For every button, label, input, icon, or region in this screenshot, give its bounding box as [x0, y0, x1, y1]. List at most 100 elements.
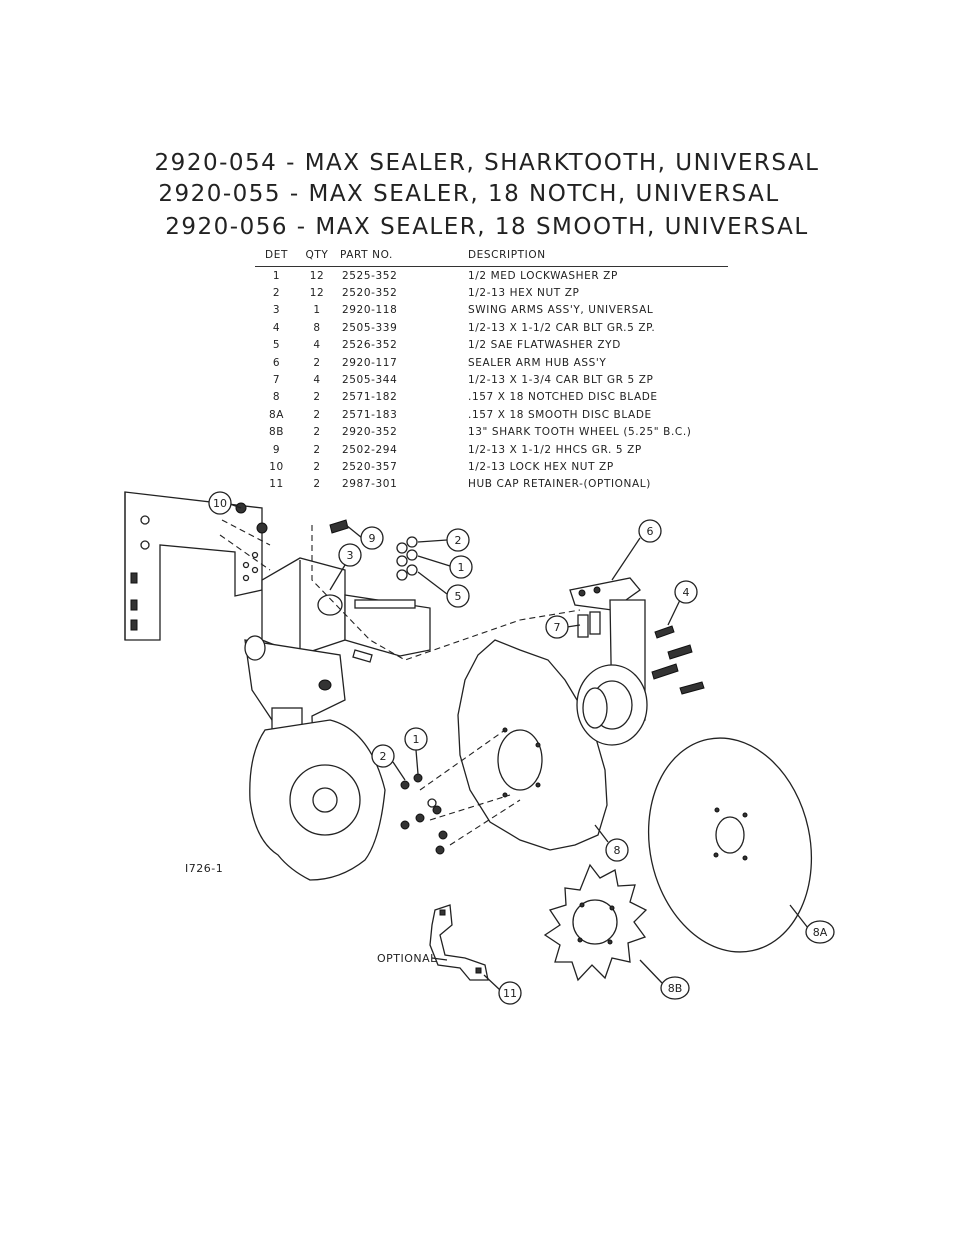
smooth-disc-blade	[647, 737, 813, 953]
cell-part-no: 2920-352	[342, 426, 398, 439]
frame-bracket	[124, 491, 271, 641]
header-part-no: PART NO.	[336, 248, 468, 267]
svg-text:2: 2	[455, 534, 462, 547]
cell-part-no: 2502-294	[342, 443, 398, 456]
callout-8	[605, 838, 629, 862]
cell-description: SWING ARMS ASS'Y, UNIVERSAL	[468, 304, 654, 317]
drawing-number: I726-1	[185, 862, 224, 875]
cell-description: 1/2-13 X 1-1/2 CAR BLT GR.5 ZP.	[468, 321, 656, 334]
svg-text:5: 5	[455, 590, 462, 603]
callout-1-top	[449, 555, 473, 579]
hardware-stacks	[235, 502, 448, 855]
cell-part-no: 2571-183	[342, 408, 398, 421]
cell-det: 3	[272, 304, 281, 317]
cell-det: 9	[272, 443, 281, 456]
cell-qty: 2	[313, 356, 321, 369]
header-description: DESCRIPTION	[468, 248, 728, 267]
cell-part-no: 2505-344	[342, 374, 398, 387]
svg-text:9: 9	[369, 532, 376, 545]
cell-det: 6	[272, 356, 281, 369]
parts-table-row: 3 1 2920-118 SWING ARMS ASS'Y, UNIVERSAL	[255, 302, 728, 319]
cell-qty: 8	[313, 321, 321, 334]
callout-8A	[805, 920, 835, 944]
cell-qty: 4	[313, 339, 321, 352]
cell-qty: 1	[313, 304, 321, 317]
parts-table-row: 5 4 2526-352 1/2 SAE FLATWASHER ZYD	[255, 337, 728, 354]
cell-part-no: 2526-352	[342, 339, 398, 352]
cell-det: 4	[272, 321, 281, 334]
cell-description: 1/2 SAE FLATWASHER ZYD	[468, 339, 621, 352]
cell-det: 11	[269, 478, 284, 491]
cell-part-no: 2525-352	[342, 269, 398, 282]
parts-table-row: 2 12 2520-352 1/2-13 HEX NUT ZP	[255, 284, 728, 301]
cell-description: HUB CAP RETAINER-(OPTIONAL)	[468, 478, 651, 491]
header-qty: QTY	[298, 248, 336, 267]
cell-det: 8	[272, 391, 281, 404]
cell-qty: 2	[313, 426, 321, 439]
cell-part-no: 2505-339	[342, 321, 398, 334]
cell-qty: 2	[313, 443, 321, 456]
cell-description: 13" SHARK TOOTH WHEEL (5.25" B.C.)	[468, 426, 692, 439]
cell-qty: 4	[313, 374, 321, 387]
cell-description: 1/2-13 X 1-1/2 HHCS GR. 5 ZP	[468, 443, 642, 456]
svg-text:3: 3	[347, 549, 354, 562]
hub-cap-retainer	[429, 904, 489, 981]
cell-det: 2	[272, 287, 281, 300]
cell-part-no: 2920-117	[342, 356, 398, 369]
notched-disc-blade	[419, 639, 608, 851]
cell-description: 1/2-13 LOCK HEX NUT ZP	[468, 460, 614, 473]
carriage-bolts	[651, 625, 705, 695]
cell-qty: 2	[313, 391, 321, 404]
cell-part-no: 2520-357	[342, 460, 398, 473]
callout-6	[638, 519, 662, 543]
callout-2-top	[446, 528, 470, 552]
callout-9	[360, 526, 384, 550]
parts-table-row: 9 2 2502-294 1/2-13 X 1-1/2 HHCS GR. 5 ZP	[255, 441, 728, 458]
svg-text:8: 8	[614, 844, 621, 857]
parts-table-header: DET QTY PART NO. DESCRIPTION	[255, 248, 728, 267]
svg-text:7: 7	[554, 621, 561, 634]
title-line-3: 2920-056 - MAX SEALER, 18 SMOOTH, UNIVER…	[165, 214, 809, 240]
cell-description: .157 X 18 SMOOTH DISC BLADE	[468, 408, 652, 421]
svg-text:4: 4	[683, 586, 690, 599]
title-line-2: 2920-055 - MAX SEALER, 18 NOTCH, UNIVERS…	[158, 181, 780, 207]
cell-qty: 2	[313, 408, 321, 421]
parts-table-row: 4 8 2505-339 1/2-13 X 1-1/2 CAR BLT GR.5 ZP…	[255, 319, 728, 336]
cell-description: 1/2 MED LOCKWASHER ZP	[468, 269, 618, 282]
shark-tooth-wheel	[543, 863, 648, 982]
callout-7	[545, 615, 569, 639]
left-notched-disc	[249, 719, 386, 881]
cell-part-no: 2520-352	[342, 287, 398, 300]
cell-description: 1/2-13 HEX NUT ZP	[468, 287, 580, 300]
cell-qty: 12	[309, 269, 325, 282]
svg-text:2: 2	[380, 750, 387, 763]
cell-part-no: 2571-182	[342, 391, 398, 404]
parts-table-row: 8A 2 2571-183 .157 X 18 SMOOTH DISC BLADE	[255, 406, 728, 423]
cell-det: 8B	[268, 426, 285, 439]
callout-11	[498, 981, 522, 1005]
cell-qty: 12	[309, 287, 325, 300]
svg-text:10: 10	[213, 497, 227, 510]
cell-det: 8A	[268, 408, 285, 421]
callout-8B	[660, 976, 690, 1000]
cell-description: .157 X 18 NOTCHED DISC BLADE	[468, 391, 658, 404]
parts-table-row: 8 2 2571-182 .157 X 18 NOTCHED DISC BLADE	[255, 389, 728, 406]
title-line-1: 2920-054 - MAX SEALER, SHARKTOOTH, UNIVE…	[154, 150, 820, 176]
cell-det: 1	[272, 269, 281, 282]
cell-det: 7	[272, 374, 281, 387]
cell-det: 5	[272, 339, 281, 352]
parts-table-row: 1 12 2525-352 1/2 MED LOCKWASHER ZP	[255, 267, 728, 285]
cell-part-no: 2920-118	[342, 304, 398, 317]
cell-qty: 2	[313, 478, 321, 491]
parts-table-row: 8B 2 2920-352 13" SHARK TOOTH WHEEL (5.25" …	[255, 424, 728, 441]
callout-4	[674, 580, 698, 604]
sealer-arm-hub	[569, 577, 648, 746]
svg-text:11: 11	[503, 987, 517, 1000]
callouts: 10 9 3 2 1 5 6 4 7 2 1 8	[208, 491, 835, 1005]
optional-label: OPTIONAL	[377, 952, 437, 965]
